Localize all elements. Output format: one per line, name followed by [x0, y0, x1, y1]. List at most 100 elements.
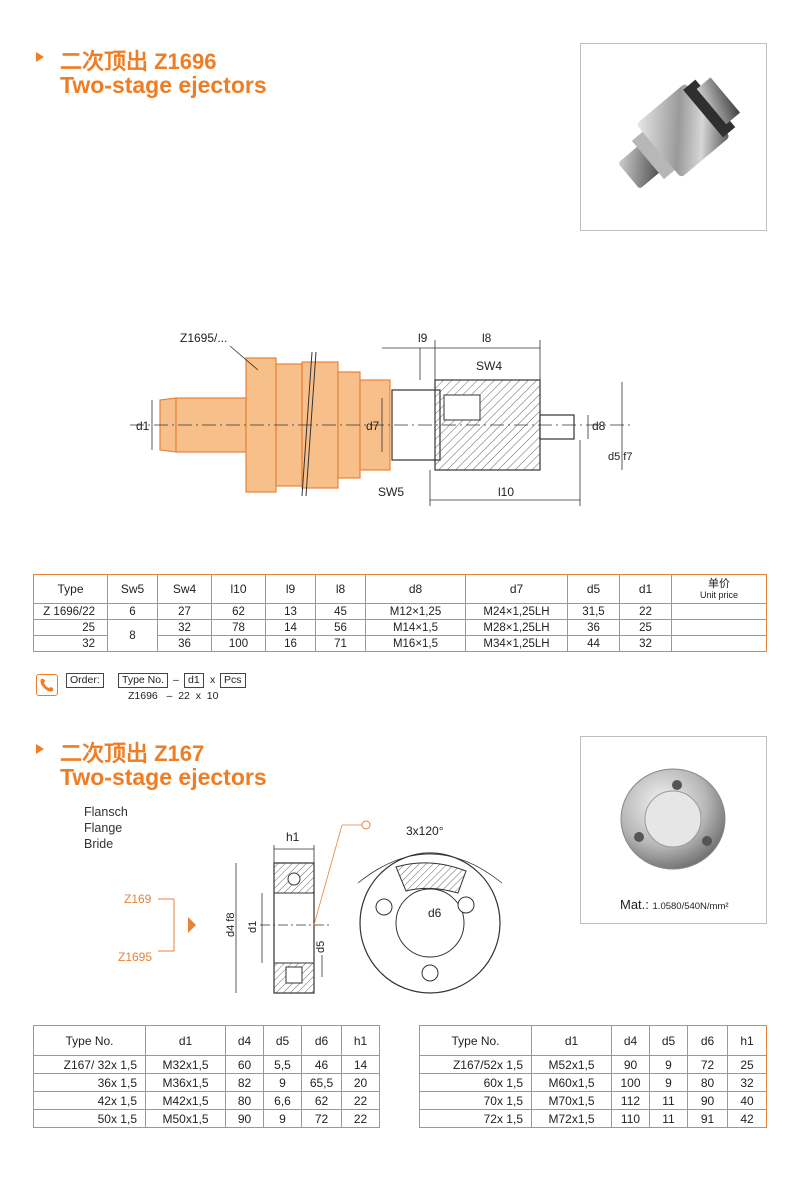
col-header: l10: [211, 574, 266, 604]
col-header: l8: [315, 574, 366, 604]
cell-h1: 42: [727, 1109, 767, 1128]
table-row: 60x 1,5 M60x1,5 100 9 80 32: [419, 1073, 767, 1092]
col-header: Type No.: [33, 1025, 146, 1056]
cell-d5: 11: [649, 1091, 688, 1110]
col-header-unit-price: 单价 Unit price: [671, 574, 767, 604]
dim-l9: l9: [418, 331, 428, 345]
cell-d4: 80: [225, 1091, 264, 1110]
callout-z1695: Z1695/...: [180, 331, 227, 345]
col-header: h1: [727, 1025, 767, 1056]
section1-title-en: Two-stage ejectors: [60, 72, 267, 98]
cell-l8: 71: [315, 635, 366, 652]
cell-d1: M42x1,5: [145, 1091, 226, 1110]
cell-d5: 9: [649, 1073, 688, 1092]
cell-d5: 5,5: [263, 1055, 302, 1074]
flange-labels: Flansch Flange Bride: [84, 804, 128, 852]
cell-sw5: 8: [107, 619, 158, 652]
dim-d1: d1: [136, 419, 150, 433]
cell-h1: 25: [727, 1055, 767, 1074]
dim-d5: d5: [315, 941, 327, 953]
table-row: 32 36 100 16 71 M16×1,5 M34×1,25LH 44 32: [33, 635, 767, 652]
cell-d4: 112: [611, 1091, 650, 1110]
col-header: d5: [649, 1025, 688, 1056]
cell-type: 72x 1,5: [419, 1109, 532, 1128]
cell-sw5: 6: [107, 603, 158, 620]
section2-title-cn: 二次顶出 Z167: [60, 741, 205, 766]
col-header: d4: [225, 1025, 264, 1056]
dim-d8: d8: [592, 419, 606, 433]
cell-d7: M34×1,25LH: [465, 635, 568, 652]
cell-d1: M50x1,5: [145, 1109, 226, 1128]
phone-order-icon: [36, 674, 58, 696]
cell-d1: 22: [619, 603, 672, 620]
cell-l8: 56: [315, 619, 366, 636]
flange-line: Flange: [84, 821, 123, 835]
col-header: d5: [567, 574, 620, 604]
cell-d6: 72: [687, 1055, 728, 1074]
cell-d6: 72: [301, 1109, 342, 1128]
dim-l10: l10: [498, 485, 514, 499]
cell-d5: 9: [649, 1055, 688, 1074]
col-header: Sw5: [107, 574, 158, 604]
table-row: Z167/ 32x 1,5 M32x1,5 60 5,5 46 14: [33, 1055, 380, 1074]
ref-z1695: Z1695: [118, 950, 152, 964]
col-header: d7: [465, 574, 568, 604]
cell-d4: 90: [611, 1055, 650, 1074]
cell-l8: 45: [315, 603, 366, 620]
cell-d6: 65,5: [301, 1073, 342, 1092]
cell-h1: 32: [727, 1073, 767, 1092]
table-row: Z167/52x 1,5 M52x1,5 90 9 72 25: [419, 1055, 767, 1074]
cell-l10: 78: [211, 619, 266, 636]
cell-d8: M16×1,5: [365, 635, 466, 652]
col-header: Sw4: [157, 574, 212, 604]
table-row: 70x 1,5 M70x1,5 112 11 90 40: [419, 1091, 767, 1110]
cell-d4: 60: [225, 1055, 264, 1074]
flange-line: Flansch: [84, 805, 128, 819]
type-no-label: Type No.: [118, 673, 169, 688]
col-header: d5: [263, 1025, 302, 1056]
technical-drawing-z1696: Z1695/... l9 l8 SW4 SW5 l10 d1 d7 d8 d5 …: [130, 331, 632, 506]
cell-type: 50x 1,5: [33, 1109, 146, 1128]
ref-z169: Z169: [124, 892, 152, 906]
cell-d6: 46: [301, 1055, 342, 1074]
d1-label: d1: [184, 673, 204, 688]
product-photo-z167: [580, 736, 767, 924]
ejector-cylinder-image: [619, 77, 741, 188]
dim-d7: d7: [366, 419, 380, 433]
col-header: d4: [611, 1025, 650, 1056]
cell-type: 36x 1,5: [33, 1073, 146, 1092]
flange-line: Bride: [84, 837, 114, 851]
spec-table-z167-left: Type No. d1 d4 d5 d6 h1 Z167/ 32x 1,5 M3…: [33, 1025, 380, 1128]
cell-type: 25: [33, 619, 108, 636]
cell-type: Z167/52x 1,5: [419, 1055, 532, 1074]
cell-d8: M12×1,25: [365, 603, 466, 620]
cell-sw4: 27: [157, 603, 212, 620]
dim-l8: l8: [482, 331, 492, 345]
cell-d6: 62: [301, 1091, 342, 1110]
material-prefix: Mat.:: [620, 897, 653, 912]
cell-h1: 22: [341, 1091, 380, 1110]
cell-d1: M52x1,5: [531, 1055, 612, 1074]
table-row: 36x 1,5 M36x1,5 82 9 65,5 20: [33, 1073, 380, 1092]
table-row: 42x 1,5 M42x1,5 80 6,6 62 22: [33, 1091, 380, 1110]
pcs-label: Pcs: [220, 673, 246, 688]
dim-sw5: SW5: [378, 485, 404, 499]
cell-d1: 32: [619, 635, 672, 652]
cell-type: 32: [33, 635, 108, 652]
unit-price-cn: 单价: [708, 577, 730, 590]
cell-d5: 36: [567, 619, 620, 636]
cell-d1: M72x1,5: [531, 1109, 612, 1128]
cell-price: [671, 635, 767, 652]
dim-d1: d1: [247, 921, 259, 933]
order-example: Z1696 – 22 x 10: [128, 690, 219, 702]
cell-d5: 9: [263, 1109, 302, 1128]
cell-sw4: 32: [157, 619, 212, 636]
col-header: d6: [687, 1025, 728, 1056]
order-label: Order:: [66, 673, 104, 688]
cell-price: [671, 619, 767, 636]
cell-price: [671, 603, 767, 620]
col-header: l9: [265, 574, 316, 604]
spec-table-z1696: Type Sw5 Sw4 l10 l9 l8 d8 d7 d5 d1 单价 Un…: [33, 574, 767, 652]
cell-l10: 62: [211, 603, 266, 620]
cell-d1: M70x1,5: [531, 1091, 612, 1110]
